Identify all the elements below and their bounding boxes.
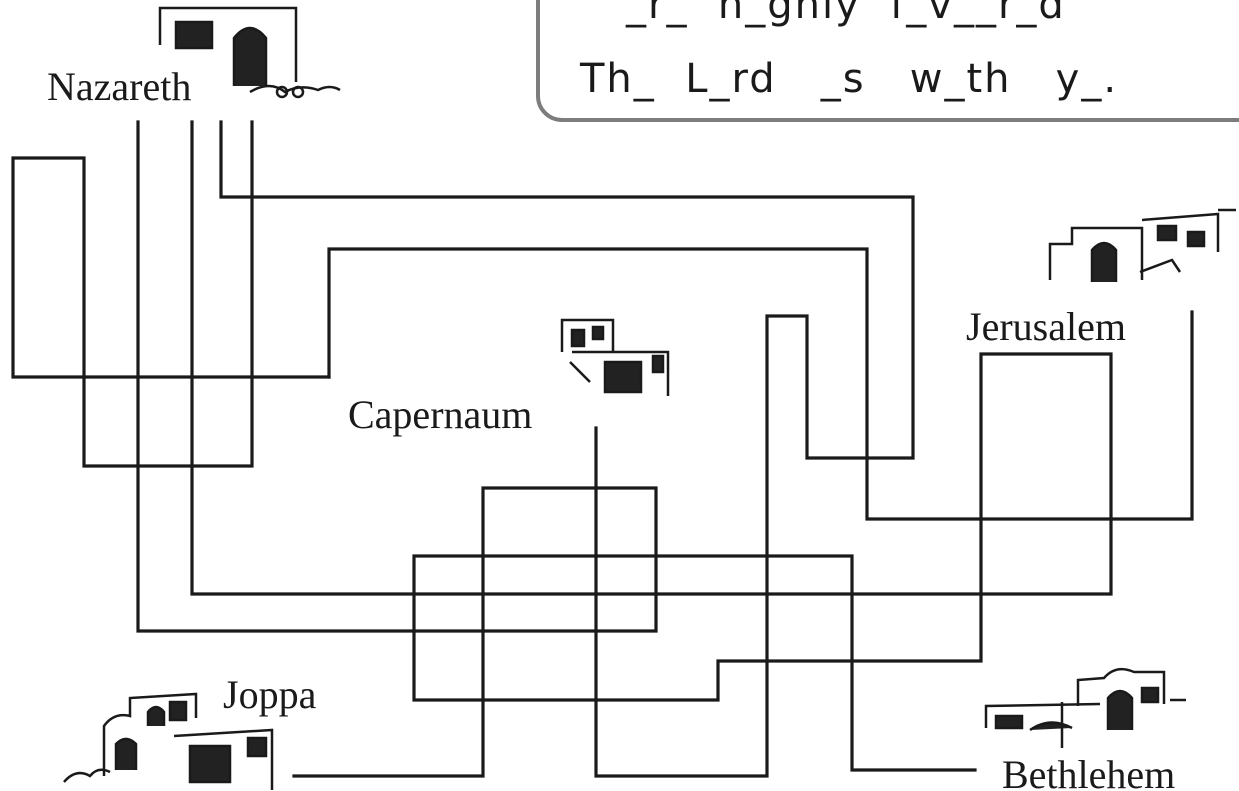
- town-label-joppa: Joppa: [223, 672, 317, 717]
- maze-path-middle: [327, 247, 1194, 521]
- capernaum-building-icon: [560, 318, 670, 396]
- town-label-nazareth: Nazareth: [47, 64, 191, 109]
- maze-path-left-loop: [11, 120, 331, 468]
- puzzle-box: _r_ h_ghly f_v__r_d Th_ L_rd _s w_th y_.: [536, 0, 1239, 122]
- maze-paths: [11, 120, 1194, 778]
- bethlehem-building-icon: [984, 667, 1186, 748]
- jerusalem-building-icon: [1048, 208, 1236, 282]
- maze-path-nazareth-a: [136, 120, 658, 778]
- puzzle-line-1: _r_ h_ghly f_v__r_d: [626, 0, 1066, 28]
- joppa-building-icon: [63, 692, 274, 790]
- puzzle-line-2: Th_ L_rd _s w_th y_.: [580, 56, 1119, 102]
- nazareth-building-icon: [158, 6, 341, 99]
- town-label-bethlehem: Bethlehem: [1002, 752, 1175, 791]
- town-label-capernaum: Capernaum: [348, 392, 532, 437]
- town-label-jerusalem: Jerusalem: [966, 304, 1126, 349]
- maze-path-nazareth-c: [219, 120, 915, 778]
- maze-path-nazareth-b: [190, 120, 1113, 772]
